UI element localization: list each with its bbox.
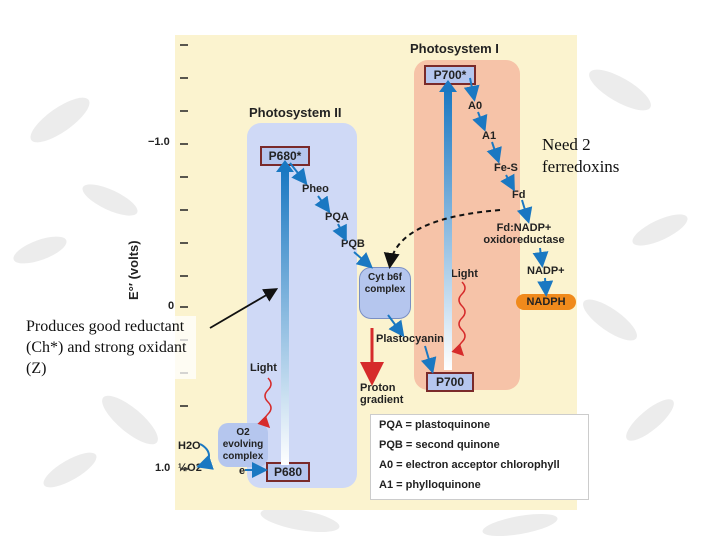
nadph-label: NADPH — [516, 294, 576, 310]
axis-ticks — [180, 44, 188, 470]
axis-tick-0: 0 — [168, 300, 175, 312]
p700-box: P700 — [426, 372, 474, 392]
a0-label: A0 — [468, 100, 483, 112]
ps2-excitation-arrow — [281, 170, 289, 465]
o2-evolving-complex: O2 evolving complex — [218, 423, 268, 467]
pqa-label: PQA — [325, 211, 349, 223]
axis-tick-1: 1.0 — [155, 462, 171, 474]
pheo-label: Pheo — [302, 183, 329, 195]
legend-item-pqb: PQB = second quinone — [379, 439, 500, 451]
nadp-label: NADP+ — [527, 265, 565, 277]
half-o2-label: ½O2 — [178, 462, 202, 474]
axis-tick-neg1: −1.0 — [148, 136, 170, 148]
photosystem-i-region — [414, 60, 520, 390]
legend-box: PQA = plastoquinone PQB = second quinone… — [370, 414, 589, 500]
fes-label: Fe-S — [494, 162, 518, 174]
ps2-light-label: Light — [250, 362, 277, 374]
pqb-label: PQB — [341, 238, 365, 250]
ps1-light-label: Light — [451, 268, 478, 280]
cyt-b6f-complex: Cyt b6f complex — [359, 267, 411, 319]
legend-item-pqa: PQA = plastoquinone — [379, 419, 491, 431]
photosystem-i-title: Photosystem I — [410, 41, 499, 56]
note-reductant-oxidant: Produces good reductant (Ch*) and strong… — [26, 316, 196, 379]
note-need-ferredoxins: Need 2 ferredoxins — [542, 135, 620, 176]
photosystem-ii-title: Photosystem II — [249, 105, 342, 120]
a1-label: A1 — [482, 130, 497, 142]
fd-label: Fd — [512, 189, 526, 201]
legend-item-a0: A0 = electron acceptor chlorophyll — [379, 459, 560, 471]
fd-nadp-oxidoreductase-label: Fd:NADP+ oxidoreductase — [483, 222, 565, 246]
ps1-excitation-arrow — [444, 90, 452, 370]
legend-item-a1: A1 = phylloquinone — [379, 479, 481, 491]
h2o-label: H2O — [178, 440, 201, 452]
